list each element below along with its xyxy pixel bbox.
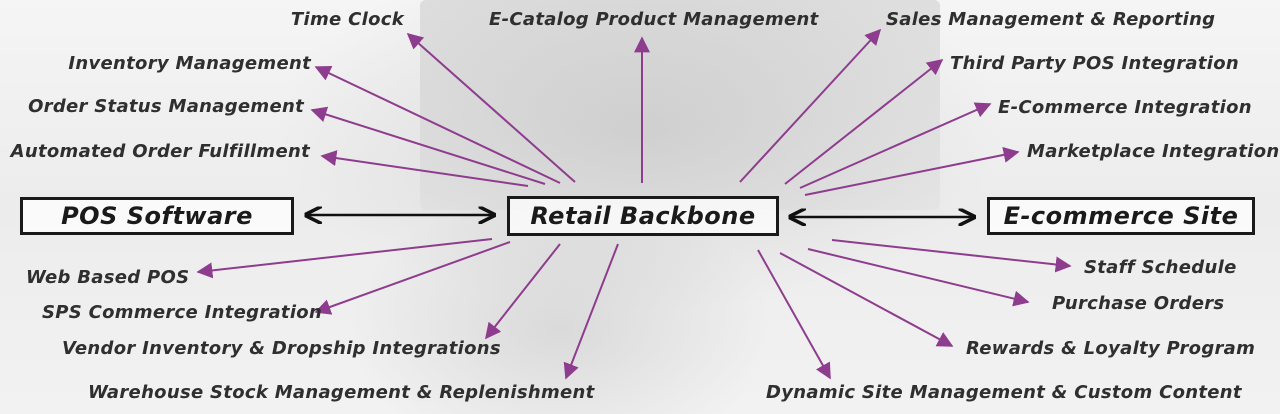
- arrow-time-clock: [406, 32, 576, 183]
- e-commerce-site-box: E-commerce Site: [987, 197, 1255, 235]
- label-e-commerce-integration: E-Commerce Integration: [998, 97, 1252, 118]
- label-time-clock: Time Clock: [290, 9, 404, 30]
- label-third-party-pos: Third Party POS Integration: [950, 53, 1239, 74]
- arrow-order-status-management: [310, 106, 546, 185]
- arrow-sales-management: [739, 28, 882, 183]
- laptop-background: [420, 0, 940, 210]
- label-staff-schedule: Staff Schedule: [1084, 257, 1237, 278]
- label-marketplace-integration: Marketplace Integration: [1027, 141, 1280, 162]
- arrow-web-based-pos: [196, 238, 493, 279]
- label-dynamic-site: Dynamic Site Management & Custom Content: [766, 382, 1242, 403]
- label-vendor-inventory: Vendor Inventory & Dropship Integrations: [62, 338, 501, 359]
- label-e-catalog: E-Catalog Product Management: [489, 9, 819, 30]
- label-inventory-management: Inventory Management: [68, 53, 311, 74]
- arrow-rewards-loyalty: [779, 252, 954, 347]
- arrow-purchase-orders: [807, 248, 1030, 307]
- label-purchase-orders: Purchase Orders: [1052, 293, 1225, 314]
- arrow-marketplace-integration: [804, 147, 1020, 196]
- arrow-warehouse-stock: [563, 243, 619, 380]
- arrow-automated-order-fulfillment: [320, 150, 529, 187]
- label-rewards-loyalty: Rewards & Loyalty Program: [966, 338, 1256, 359]
- label-warehouse-stock: Warehouse Stock Management & Replenishme…: [88, 382, 595, 403]
- arrow-third-party-pos: [784, 59, 944, 185]
- label-sales-management: Sales Management & Reporting: [886, 9, 1216, 30]
- arrow-inventory-management: [314, 65, 561, 184]
- label-order-status-management: Order Status Management: [28, 96, 304, 117]
- arrow-vendor-inventory: [485, 243, 561, 340]
- retail-backbone-box: Retail Backbone: [507, 196, 779, 236]
- label-sps-commerce: SPS Commerce Integration: [42, 302, 323, 323]
- label-automated-order-fulfillment: Automated Order Fulfillment: [10, 141, 310, 162]
- label-web-based-pos: Web Based POS: [26, 267, 190, 288]
- arrow-e-commerce-integration: [799, 102, 992, 189]
- arrow-staff-schedule: [831, 239, 1072, 273]
- arrow-sps-commerce: [314, 241, 511, 315]
- arrow-dynamic-site: [757, 249, 831, 380]
- pos-software-box: POS Software: [20, 197, 294, 235]
